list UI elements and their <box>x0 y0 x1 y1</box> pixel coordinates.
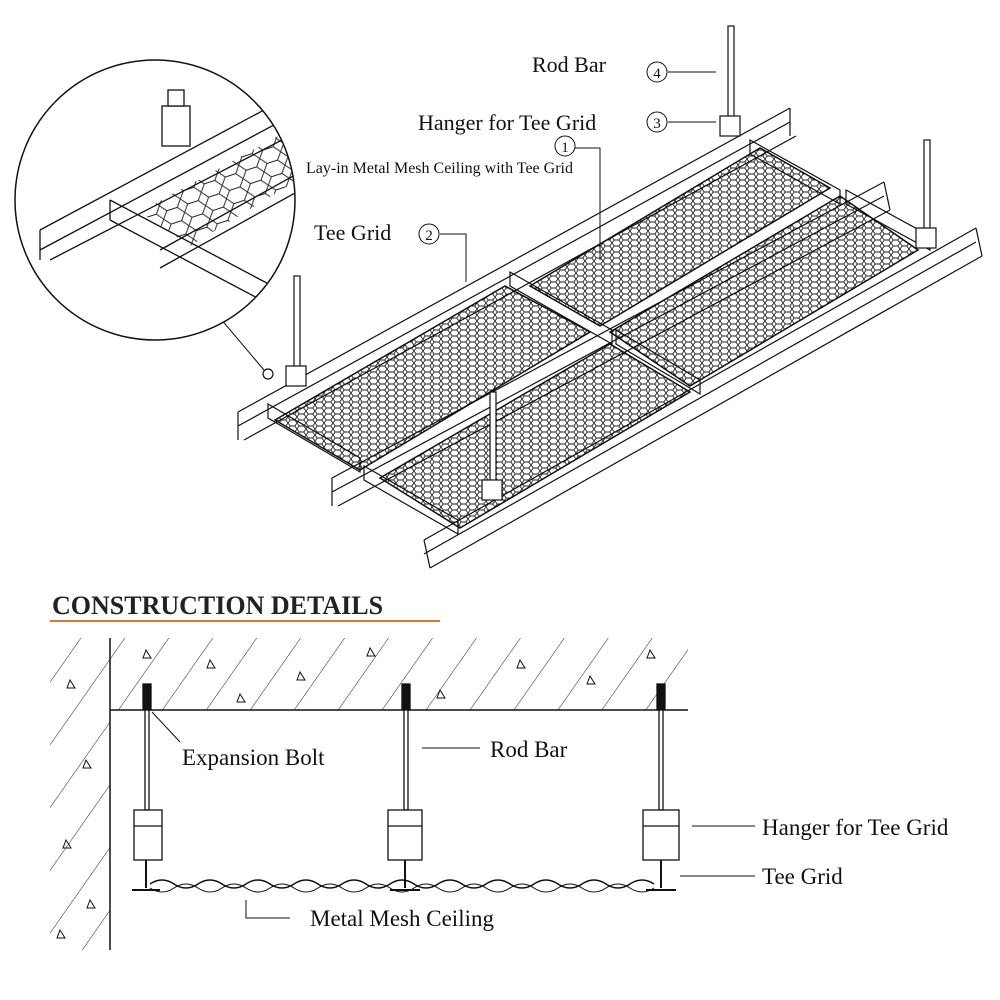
detail-nut <box>167 89 185 107</box>
detail-circle <box>14 59 296 341</box>
callout-3: 3 <box>646 111 668 133</box>
callout-number: 2 <box>425 228 433 244</box>
cross-tee <box>509 270 613 346</box>
rod-bar <box>489 391 497 485</box>
isometric-view <box>219 25 983 569</box>
leader-lines <box>219 71 716 371</box>
rod-bar <box>923 139 931 233</box>
aggregate-marks <box>56 646 656 939</box>
detail-leader <box>219 317 265 371</box>
hanger-assembly <box>387 683 423 891</box>
section-rod-bar-label: Rod Bar <box>490 737 568 762</box>
expansion-bolt <box>656 683 666 711</box>
cross-tee <box>749 138 841 206</box>
section-hanger-label: Hanger for Tee Grid <box>762 815 949 840</box>
hanger-clip <box>285 365 307 387</box>
rod-bar <box>293 275 301 369</box>
callout-circle <box>646 111 668 133</box>
cross-tee <box>845 188 931 252</box>
detail-hanger <box>161 105 191 147</box>
callout-circle <box>418 223 440 245</box>
rod-bar <box>658 709 664 811</box>
hanger-block <box>642 809 680 861</box>
mesh-ceiling-label: Metal Mesh Ceiling <box>310 906 494 931</box>
rod-assembly <box>481 391 503 501</box>
leader-line <box>151 711 181 743</box>
magnified-detail <box>14 59 296 341</box>
hanger-clip <box>719 115 741 137</box>
detail-mesh <box>140 124 295 246</box>
rod-assembly <box>915 139 937 249</box>
hanger-assembly <box>132 683 163 891</box>
section-tee-grid-label: Tee Grid <box>762 864 843 889</box>
concrete-wall <box>50 638 110 950</box>
callout-circle <box>554 135 576 157</box>
hanger-clip <box>915 227 937 249</box>
tee-profile <box>646 860 676 891</box>
mesh-panel <box>528 147 832 327</box>
leader-line <box>440 233 467 282</box>
expansion-bolt <box>401 683 411 711</box>
section-leaders <box>151 711 755 919</box>
callout-number: 3 <box>653 116 661 132</box>
rod-bar <box>144 709 150 811</box>
tee-rail <box>331 181 891 507</box>
leader-line <box>245 900 290 919</box>
hanger-assembly <box>642 683 680 891</box>
hanger-label: Hanger for Tee Grid <box>418 110 596 135</box>
expansion-bolt <box>142 683 152 711</box>
tee-profile <box>132 860 160 891</box>
section-hangers <box>132 683 680 891</box>
cross-tee <box>615 328 701 396</box>
hanger-clip <box>481 479 503 501</box>
mesh-panel <box>378 343 692 529</box>
cross-tee <box>363 464 459 536</box>
expansion-bolt-label: Expansion Bolt <box>182 745 325 770</box>
detail-rail <box>39 79 295 261</box>
metal-mesh-ceiling <box>149 879 655 889</box>
callout-number: 1 <box>561 140 569 156</box>
main-tee-rails <box>237 107 983 569</box>
callout-1: 1 <box>554 135 576 157</box>
rod-bar <box>727 25 735 119</box>
callout-number: 4 <box>653 66 661 82</box>
callout-2: 2 <box>418 223 440 245</box>
construction-details: CONSTRUCTION DETAILS <box>50 591 949 950</box>
lay-in-label: Lay-in Metal Mesh Ceiling with Tee Grid <box>306 160 573 177</box>
rod-bar-label: Rod Bar <box>532 52 607 77</box>
cross-tee <box>267 402 361 474</box>
detail-rail <box>159 149 295 269</box>
section-title: CONSTRUCTION DETAILS <box>52 591 383 620</box>
metal-mesh-ceiling <box>149 883 655 893</box>
rod-bar <box>403 709 409 811</box>
cross-tees <box>267 138 931 536</box>
concrete-slab <box>110 638 688 710</box>
hanger-block <box>387 809 423 861</box>
detail-marker <box>262 368 274 380</box>
tee-grid-label: Tee Grid <box>314 220 391 245</box>
hanger-block <box>133 809 163 861</box>
leader-line <box>568 147 601 260</box>
rod-assembly <box>719 25 741 137</box>
rod-assembly <box>285 275 307 387</box>
callout-4: 4 <box>646 61 668 83</box>
tee-profile <box>390 860 420 891</box>
detail-cross-tee <box>109 199 281 311</box>
hangers-and-rods <box>285 25 937 501</box>
mesh-panel <box>608 195 920 387</box>
callout-circle <box>646 61 668 83</box>
mesh-panels <box>273 147 920 529</box>
isometric-labels: Rod Bar Hanger for Tee Grid Lay-in Metal… <box>306 52 668 245</box>
